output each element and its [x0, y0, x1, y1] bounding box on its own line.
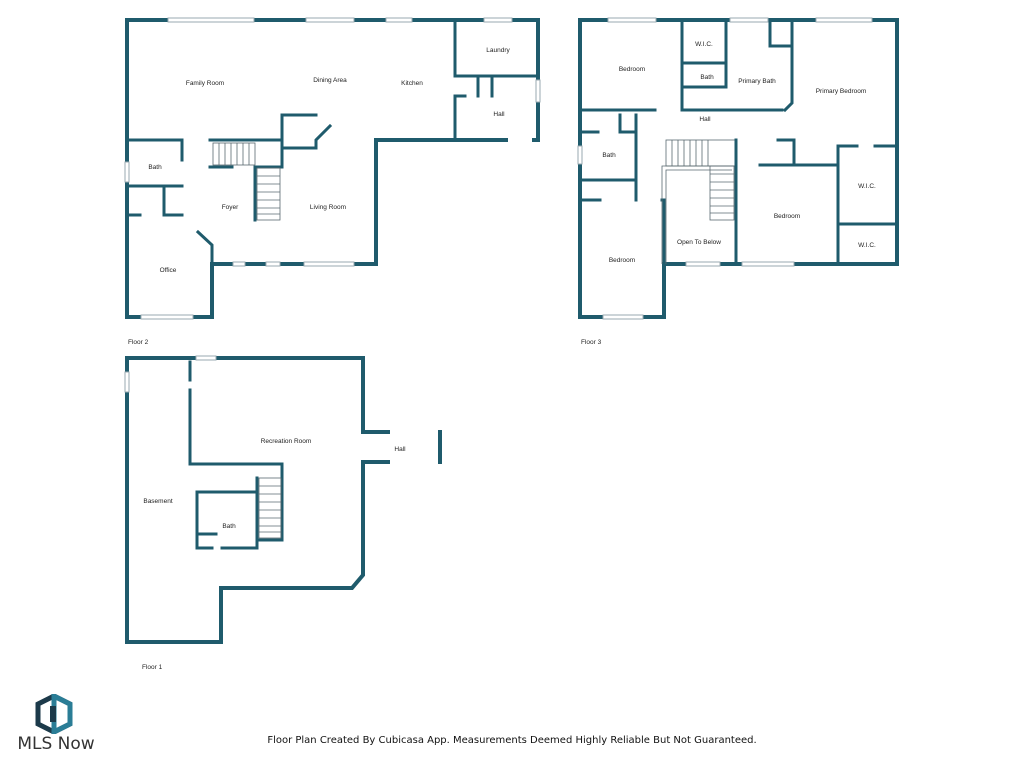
floor-1-stairs [258, 477, 282, 539]
room-label-living-room: Living Room [310, 204, 346, 211]
room-label-wic-east-lower: W.I.C. [858, 242, 876, 249]
floor-2-plan: Family Room Dining Area Kitchen Laundry … [124, 17, 541, 346]
room-label-primary-bedroom: Primary Bedroom [816, 88, 867, 95]
room-label-primary-bath: Primary Bath [738, 78, 776, 85]
room-label-bath: Bath [148, 164, 162, 171]
room-label-laundry: Laundry [486, 47, 510, 54]
room-label-hall-3: Hall [699, 116, 711, 123]
room-label-bedroom-sw: Bedroom [609, 257, 635, 264]
floor-label-1: Floor 1 [142, 664, 163, 671]
room-label-bath-west: Bath [602, 152, 616, 159]
floor-2-stairs [212, 142, 281, 221]
room-label-bath-small: Bath [700, 74, 714, 81]
room-label-wic-top: W.I.C. [695, 41, 713, 48]
room-label-bath-1: Bath [222, 523, 236, 530]
room-label-open-to-below: Open To Below [677, 239, 721, 246]
floor-3-stairs [661, 138, 738, 266]
floor-3-plan: Bedroom W.I.C. Bath Primary Bath Primary… [577, 17, 899, 346]
room-label-recreation-room: Recreation Room [261, 438, 312, 445]
floor-label-2: Floor 2 [128, 339, 149, 346]
room-label-dining-area: Dining Area [313, 77, 347, 84]
footer-disclaimer: Floor Plan Created By Cubicasa App. Meas… [267, 735, 757, 746]
room-label-bedroom-center: Bedroom [774, 213, 800, 220]
room-label-office: Office [160, 267, 177, 274]
room-label-basement: Basement [143, 498, 172, 505]
room-label-kitchen: Kitchen [401, 80, 423, 87]
hexagon-d-logo-icon [35, 694, 73, 734]
floor-1-plan: Recreation Room Hall Basement Bath Floor… [124, 355, 442, 671]
room-label-family-room: Family Room [186, 80, 224, 87]
logo-text: MLS Now [17, 734, 95, 754]
room-label-hall: Hall [493, 111, 505, 118]
mls-now-logo: MLS Now [6, 694, 106, 762]
room-label-foyer: Foyer [222, 204, 239, 211]
room-label-bedroom-nw: Bedroom [619, 66, 645, 73]
room-label-hall-1: Hall [394, 446, 406, 453]
room-label-wic-east-upper: W.I.C. [858, 183, 876, 190]
floor-label-3: Floor 3 [581, 339, 602, 346]
